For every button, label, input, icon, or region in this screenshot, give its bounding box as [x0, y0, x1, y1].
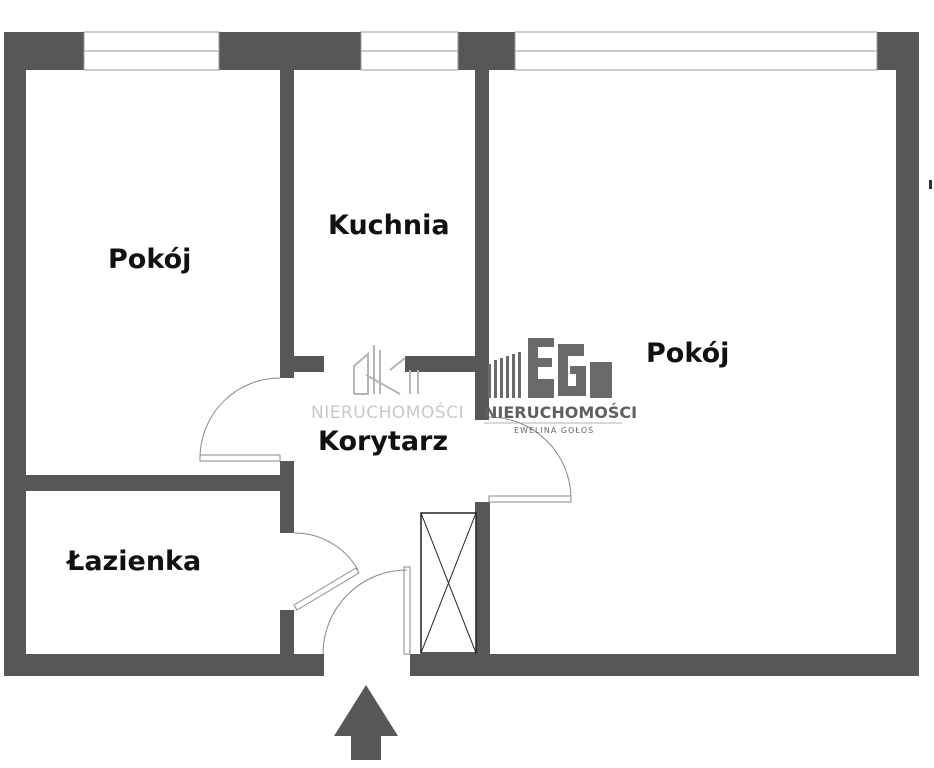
wall-left — [4, 32, 26, 676]
door-pokoj-right[interactable] — [488, 495, 572, 503]
wall-top-mid — [219, 32, 361, 70]
wall-lazienka-upper — [280, 461, 294, 533]
watermark-right-text: NIERUCHOMOŚCI — [484, 403, 637, 422]
windows — [83, 31, 878, 71]
watermark-right-subtext: EWELINA GOŁOŚ — [514, 424, 594, 435]
walls — [4, 32, 919, 676]
room-label-pokoj-left: Pokój — [108, 244, 191, 275]
wall-bottom-left — [4, 654, 324, 676]
door-lazienka[interactable] — [293, 567, 360, 611]
doors — [199, 377, 572, 655]
wall-bottom-right — [410, 654, 919, 676]
wall-pokoj-kuchnia — [280, 70, 294, 378]
wall-lazienka-lower — [280, 610, 294, 654]
wall-top-midright — [458, 32, 515, 70]
crossed-box-icon — [420, 512, 477, 654]
wall-right — [896, 32, 919, 676]
edge-mark — [929, 180, 932, 189]
wall-stub-kuchnia-left — [280, 356, 324, 372]
room-label-korytarz: Korytarz — [318, 426, 448, 457]
arrow-up-icon — [334, 685, 398, 760]
door-pokoj-left[interactable] — [199, 454, 281, 462]
room-label-lazienka: Łazienka — [65, 546, 201, 577]
watermark-left-text: NIERUCHOMOŚCI — [311, 401, 464, 423]
wall-pokoj-right-lower — [475, 502, 490, 654]
eg-logo — [488, 338, 620, 398]
door-swing — [199, 377, 281, 459]
wall-kuchnia-pokoj — [475, 70, 489, 420]
door-swing — [322, 569, 408, 655]
dk-logo — [353, 345, 419, 395]
door-swing — [293, 532, 359, 571]
room-label-pokoj-right: Pokój — [646, 338, 729, 369]
room-label-kuchnia: Kuchnia — [328, 210, 450, 241]
wall-pokoj-lazienka — [26, 475, 294, 491]
door-entrance[interactable] — [403, 566, 411, 655]
wall-stub-kuchnia-right — [405, 356, 489, 372]
door-swing — [488, 416, 572, 500]
